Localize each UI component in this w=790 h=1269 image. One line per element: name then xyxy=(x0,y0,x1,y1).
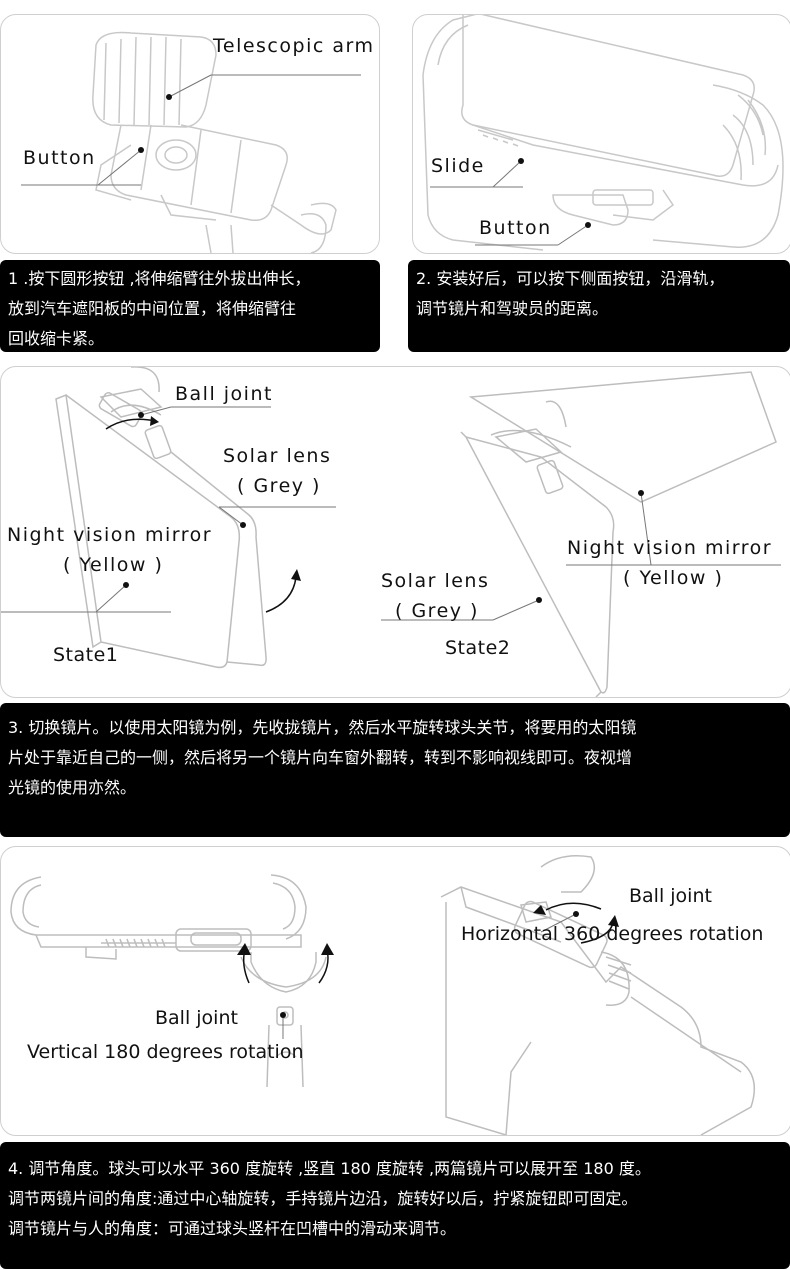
caption-line: 光镜的使用亦然。 xyxy=(8,778,137,797)
telescopic-arm-illustration xyxy=(21,31,361,253)
label-grey-state2: ( Grey ) xyxy=(395,600,479,622)
label-yellow-state1: ( Yellow ) xyxy=(63,554,164,576)
panel-switch-lens: Ball joint Solar lens ( Grey ) Night vis… xyxy=(0,366,790,698)
caption-step-2: 2. 安装好后，可以按下侧面按钮，沿滑轨， 调节镜片和驾驶员的距离。 xyxy=(408,260,790,352)
label-vertical-rotation: Vertical 180 degrees rotation xyxy=(27,1041,304,1063)
caption-line: 调节镜片与人的角度：可通过球头竖杆在凹槽中的滑动来调节。 xyxy=(8,1219,457,1238)
label-ball-joint-right: Ball joint xyxy=(629,885,712,907)
label-yellow-state2: ( Yellow ) xyxy=(623,567,724,589)
panel-adjust-angle: Ball joint Vertical 180 degrees rotation… xyxy=(0,846,790,1136)
label-state1: State1 xyxy=(53,644,119,666)
caption-line: 放到汽车遮阳板的中间位置，将伸缩臂往 xyxy=(8,299,297,318)
label-grey-state1: ( Grey ) xyxy=(237,475,321,497)
caption-line: 1 .按下圆形按钮 ,将伸缩臂往外拔出伸长， xyxy=(8,269,311,288)
caption-step-4: 4. 调节角度。球头可以水平 360 度旋转 ,竖直 180 度旋转 ,两篇镜片… xyxy=(0,1142,790,1269)
switch-lens-illustration xyxy=(1,367,781,697)
label-ball-joint: Ball joint xyxy=(175,383,273,405)
label-telescopic-arm: Telescopic arm xyxy=(213,35,375,57)
label-slide: Slide xyxy=(431,155,485,177)
caption-line: 片处于靠近自己的一侧，然后将另一个镜片向车窗外翻转，转到不影响视线即可。夜视增 xyxy=(8,748,633,767)
caption-step-1: 1 .按下圆形按钮 ,将伸缩臂往外拔出伸长， 放到汽车遮阳板的中间位置，将伸缩臂… xyxy=(0,260,380,352)
caption-line: 调节镜片和驾驶员的距离。 xyxy=(416,299,609,318)
label-solar-lens-state1: Solar lens xyxy=(223,445,332,467)
caption-line: 2. 安装好后，可以按下侧面按钮，沿滑轨， xyxy=(416,269,725,288)
slide-illustration xyxy=(422,15,784,251)
label-night-vision-state2: Night vision mirror xyxy=(567,537,773,559)
caption-line: 3. 切换镜片。以使用太阳镜为例，先收拢镜片，然后水平旋转球头关节，将要用的太阳… xyxy=(8,718,637,737)
label-button: Button xyxy=(23,147,96,169)
caption-line: 回收缩卡紧。 xyxy=(8,329,105,348)
label-horizontal-rotation: Horizontal 360 degrees rotation xyxy=(461,923,764,945)
label-night-vision-state1: Night vision mirror xyxy=(7,524,213,546)
panel-slide: Slide Button xyxy=(412,14,790,254)
label-button: Button xyxy=(479,217,552,239)
caption-line: 调节两镜片间的角度:通过中心轴旋转，手持镜片边沿，旋转好以后，拧紧旋钮即可固定。 xyxy=(8,1189,638,1208)
panel-telescopic-arm: Telescopic arm Button xyxy=(0,14,380,254)
caption-line: 4. 调节角度。球头可以水平 360 度旋转 ,竖直 180 度旋转 ,两篇镜片… xyxy=(8,1159,651,1178)
label-solar-lens-state2: Solar lens xyxy=(381,570,490,592)
label-state2: State2 xyxy=(445,637,511,659)
label-ball-joint-left: Ball joint xyxy=(155,1007,238,1029)
caption-step-3: 3. 切换镜片。以使用太阳镜为例，先收拢镜片，然后水平旋转球头关节，将要用的太阳… xyxy=(0,703,790,837)
adjust-angle-illustration xyxy=(10,855,756,1135)
